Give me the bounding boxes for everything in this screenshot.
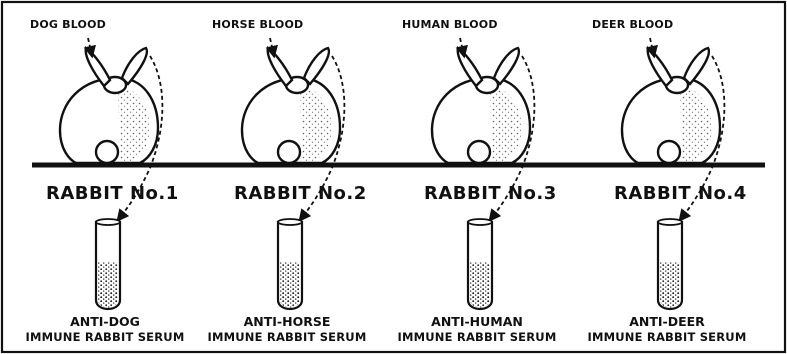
serum-sub-2: IMMUNE RABBIT SERUM <box>208 330 367 344</box>
serum-name-4: ANTI-DEER <box>629 314 705 329</box>
serum-name-2: ANTI-HORSE <box>244 314 331 329</box>
panel-2: HORSE BLOOD RABBIT No.2 ANTI-HORSE IMMUN… <box>208 18 367 344</box>
serum-sub-4: IMMUNE RABBIT SERUM <box>588 330 747 344</box>
panel-3: HUMAN BLOOD RABBIT No.3 ANTI-HUMAN IMMUN… <box>398 18 557 344</box>
blood-label-2: HORSE BLOOD <box>212 18 303 31</box>
rabbit-label-1: RABBIT No.1 <box>46 183 179 204</box>
blood-label-1: DOG BLOOD <box>30 18 106 31</box>
serum-sub-3: IMMUNE RABBIT SERUM <box>398 330 557 344</box>
serum-sub-1: IMMUNE RABBIT SERUM <box>26 330 185 344</box>
serum-name-3: ANTI-HUMAN <box>431 314 523 329</box>
test-tube-2 <box>278 219 302 309</box>
blood-label-4: DEER BLOOD <box>592 18 673 31</box>
serum-name-1: ANTI-DOG <box>70 314 140 329</box>
test-tube-1 <box>96 219 120 309</box>
test-tube-3 <box>468 219 492 309</box>
test-tube-4 <box>658 219 682 309</box>
rabbit-label-4: RABBIT No.4 <box>614 183 747 204</box>
rabbit-label-3: RABBIT No.3 <box>424 183 557 204</box>
blood-label-3: HUMAN BLOOD <box>402 18 498 31</box>
panel-1: DOG BLOOD RABBIT No.1 ANTI-DOG IMMUNE RA… <box>26 18 185 344</box>
panel-4: DEER BLOOD RABBIT No.4 ANTI-DEER IMMUNE … <box>588 18 747 344</box>
rabbit-label-2: RABBIT No.2 <box>234 183 367 204</box>
